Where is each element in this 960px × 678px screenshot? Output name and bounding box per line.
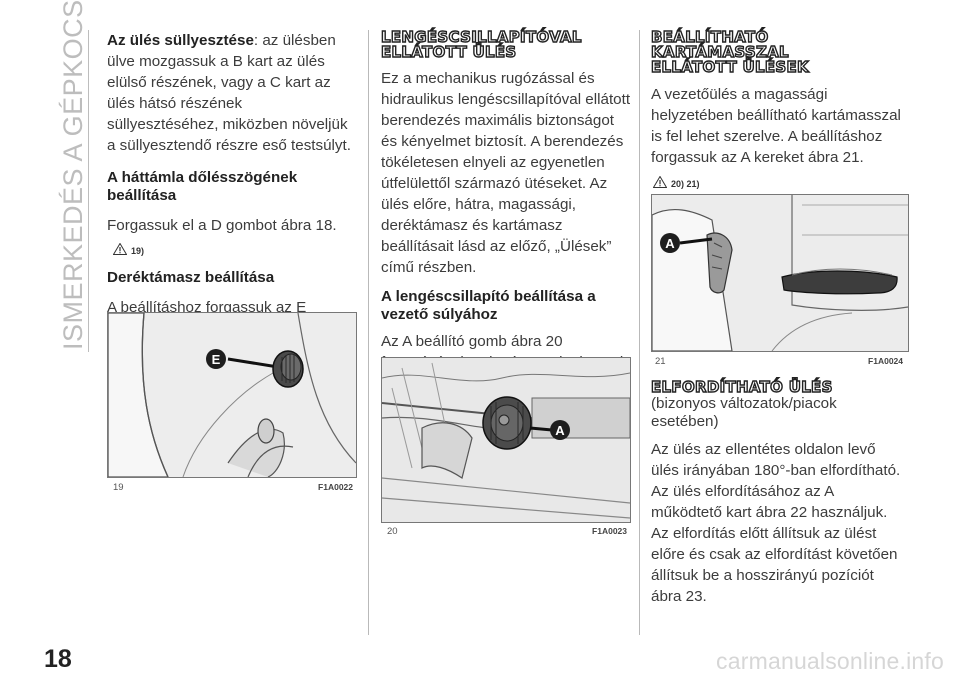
figure-number: 21 bbox=[655, 356, 666, 367]
swivel-seat-paragraph: Az ülés az ellentétes oldalon levő ülés … bbox=[651, 441, 901, 605]
figure-20-image: A bbox=[381, 357, 631, 523]
figure-20-callout: A bbox=[555, 423, 565, 438]
figure-19-callout: E bbox=[212, 352, 221, 367]
figure-code: F1A0023 bbox=[592, 526, 627, 536]
side-divider bbox=[88, 30, 89, 352]
figure-19-caption: 19 F1A0022 bbox=[113, 482, 353, 493]
column-divider bbox=[368, 30, 369, 635]
swivel-seat-heading: ELFORDÍTHATÓ ÜLÉS bbox=[650, 378, 833, 396]
suspension-seat-heading: LENGÉSCSILLAPÍTÓVAL ELLÁTOTT ÜLÉS bbox=[380, 28, 582, 61]
figure-21-image: A bbox=[651, 194, 909, 352]
warning-reference: 20) 21) bbox=[653, 176, 907, 189]
swivel-seat-subtitle: (bizonyos változatok/piacok esetében) bbox=[651, 395, 837, 430]
column-3-lower: ELFORDÍTHATÓ ÜLÉS (bizonyos változatok/p… bbox=[650, 378, 907, 607]
lumbar-heading: Deréktámasz beállítása bbox=[107, 269, 275, 286]
figure-20-caption: 20 F1A0023 bbox=[387, 526, 627, 537]
figure-code: F1A0024 bbox=[868, 356, 903, 366]
weight-adjust-heading: A lengéscsillapító beállítása a vezető s… bbox=[381, 288, 596, 323]
backrest-heading: A háttámla dőlésszögének beállítása bbox=[107, 169, 298, 204]
column-divider bbox=[639, 30, 640, 635]
seat-lowering-term: Az ülés süllyesztése bbox=[107, 32, 254, 49]
figure-code: F1A0022 bbox=[318, 482, 353, 492]
figure-number: 19 bbox=[113, 482, 124, 493]
armrest-seat-paragraph: A vezetőülés a magassági helyzetében beá… bbox=[651, 86, 901, 166]
warning-icon bbox=[113, 243, 127, 255]
watermark: carmanualsonline.info bbox=[716, 648, 944, 674]
column-1: Az ülés süllyesztése: az ülésben ülve mo… bbox=[107, 30, 357, 339]
figure-21-callout: A bbox=[665, 236, 675, 251]
seat-lowering-paragraph: Az ülés süllyesztése: az ülésben ülve mo… bbox=[107, 32, 351, 154]
warning-reference: 19) bbox=[113, 243, 357, 256]
armrest-seat-heading: BEÁLLÍTHATÓ KARTÁMASSZAL ELLÁTOTT ÜLÉSEK bbox=[650, 28, 809, 76]
figure-21-caption: 21 F1A0024 bbox=[655, 356, 903, 367]
warning-icon bbox=[653, 176, 667, 188]
figure-number: 20 bbox=[387, 526, 398, 537]
backrest-paragraph: Forgassuk el a D gombot ábra 18. bbox=[107, 217, 337, 234]
figure-19-image: E bbox=[107, 312, 357, 478]
suspension-seat-paragraph: Ez a mechanikus rugózással és hidrauliku… bbox=[381, 70, 631, 276]
column-3: BEÁLLÍTHATÓ KARTÁMASSZAL ELLÁTOTT ÜLÉSEK… bbox=[650, 28, 907, 189]
page-number: 18 bbox=[44, 645, 72, 673]
section-side-title: ISMERKEDÉS A GÉPKOCSIVAL bbox=[58, 0, 88, 350]
